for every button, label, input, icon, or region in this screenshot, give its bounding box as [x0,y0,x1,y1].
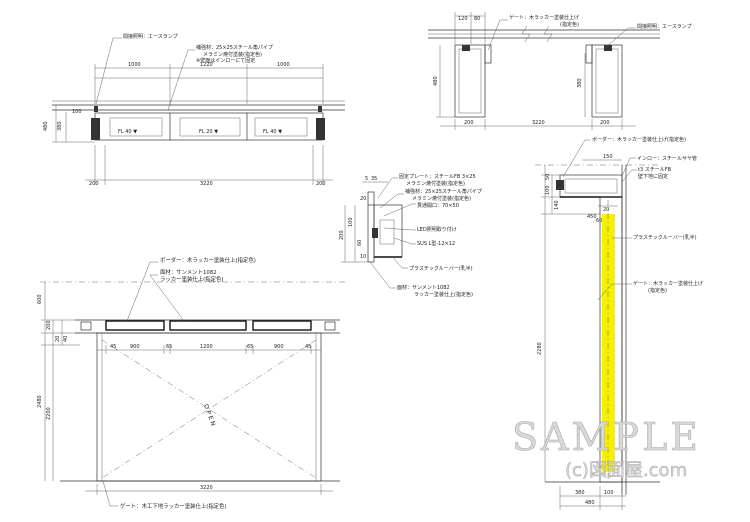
front-dim-600: 600 [37,294,43,304]
section-dim-200r: 200 [600,120,610,126]
plan-dim-1000a: 1000 [128,62,141,68]
section-gate-label: ゲート：木ラッカー塗装仕上げ [509,14,579,21]
side-dim-100b: 100 [604,490,614,496]
plan-fl-label-3: FL 40 ▼ [263,129,282,135]
plan-fl-label-1: FL 40 ▼ [118,129,137,135]
section-dim-200l: 200 [464,120,474,126]
side-dim-60: 60 [596,218,602,224]
side-fb-label-1: t3 スチールFB [638,167,672,173]
front-dim-3220: 3220 [200,485,213,491]
front-dim-900: 900 [130,344,140,350]
plan-dim-200l: 200 [89,181,99,187]
side-gate-label-2: (指定色) [648,287,667,294]
detail-reinforce-label-1: 補強材：25×25スチール角パイプ [405,188,482,195]
side-fb-label-2: 壁下地に固定 [638,173,668,180]
side-louver-fill [602,214,615,472]
side-louver-label: プラスチックルーバー(乳半) [633,234,697,241]
top-plan-view: 間接照明：エースランプ 補強材：25×25スチール角パイプ メラミン焼付塗装(指… [43,33,345,187]
louver-detail-view: 固定プレート：スチールFB 3×25 メラミン焼付塗装(指定色) 補強材：25×… [339,173,482,298]
front-dim-2480: 2480 [37,395,43,408]
side-inro-label: インロー：スチールサヤ管 [637,155,697,162]
section-dim-480: 480 [433,76,439,86]
plan-lighting-label: 間接照明：エースランプ [123,33,178,40]
front-dim-65b: 65 [247,344,253,350]
detail-face-label-1: 面材：サンメント1082 [397,284,450,291]
plan-dim-3220: 3220 [200,181,213,187]
front-border-label: ボーダー：木ラッカー塗装仕上(指定色) [160,256,256,264]
top-section-view: ゲート：木ラッカー塗装仕上げ (指定色) 間接照明：エースランプ 120 80 … [428,12,692,130]
sample-watermark: SAMPLE (c)図面屋.com [512,415,701,482]
plan-fl-label-2: FL 20 ▼ [199,129,218,135]
plan-dim-1220: 1220 [200,62,213,68]
front-dim-45a: 45 [110,344,116,350]
side-dim-2280: 2280 [537,342,543,355]
front-dim-40: 40 [63,336,69,342]
watermark-site: (c)図面屋.com [565,460,687,481]
side-gate-label-1: ゲート：木ラッカー塗装仕上げ [633,280,703,287]
plan-dim-380: 380 [57,121,63,131]
front-dim-200: 200 [46,320,52,330]
side-dim-20: 20 [603,207,609,213]
front-face-label-2: ラッカー塗装仕上(指定色) [160,275,224,283]
side-dim-450: 450 [587,214,597,220]
detail-opening-label: 貫通開口：70×50 [417,202,459,209]
section-lighting-label: 間接照明：エースランプ [637,23,692,30]
front-dim-2200: 2200 [46,407,52,420]
front-dim-900b: 900 [274,344,284,350]
front-elevation-view: ボーダー：木ラッカー塗装仕上(指定色) 面材：サンメント1082 ラッカー塗装仕… [37,256,345,510]
plan-reinforce-label-2: メラミン焼付塗装(指定色) [203,51,262,58]
front-dim-20: 20 [55,336,61,342]
detail-plate-label-1: 固定プレート：スチールFB 3×25 [399,173,476,180]
front-face-label-1: 面材：サンメント1082 [160,268,217,276]
detail-dim-35: 35 [371,176,377,182]
front-open-label: OPEN [202,403,217,429]
detail-led-label: LED照明取り付け [417,226,457,233]
plan-reinforce-label-1: 補強材：25×25スチール角パイプ [196,44,273,51]
front-dim-1200: 1200 [200,344,213,350]
side-dim-150: 150 [603,154,613,160]
section-dim-3220: 3220 [532,120,545,126]
watermark-sample: SAMPLE [512,415,701,459]
detail-plate-label-2: メラミン焼付塗装(指定色) [406,180,465,187]
side-elevation-view: ボーダー：木ラッカー塗装仕上げ(指定色) インロー：スチールサヤ管 t3 スチー… [535,136,703,510]
section-dim-120: 120 [458,16,468,22]
front-dim-65: 65 [166,344,172,350]
section-dim-380: 380 [577,78,583,88]
plan-dim-480: 480 [43,121,49,131]
detail-dim-5: 5 [365,176,368,182]
side-dim-140: 140 [554,200,560,210]
plan-dim-1000b: 1000 [277,62,290,68]
side-dim-480: 480 [585,500,595,506]
detail-dim-60: 60 [357,240,363,246]
front-dim-45b: 45 [305,344,311,350]
plan-dim-200r: 200 [316,181,326,187]
plan-dim-100: 100 [72,109,82,115]
detail-dim-20: 20 [360,196,366,202]
section-gate-sub: (指定色) [560,21,579,28]
plan-reinforce-label-3: ※壁面はインローにて固定 [196,57,255,64]
front-gate-label: ゲート：木工下地ラッカー塗装仕上(指定色) [120,502,227,510]
side-dim-100: 100 [545,185,551,195]
detail-dim-10: 10 [360,254,366,260]
detail-louver-label: プラスチックルーバー(乳半) [409,265,473,272]
detail-reinforce-label-2: メラミン焼付塗装(指定色) [412,195,471,202]
side-border-label: ボーダー：木ラッカー塗装仕上げ(指定色) [592,136,686,143]
detail-sus-label: SUS L型-12×12 [417,240,455,247]
side-dim-50: 50 [545,174,551,180]
side-dim-380: 380 [575,490,585,496]
detail-dim-100: 100 [348,217,354,227]
detail-dim-200: 200 [339,230,345,240]
detail-face-label-2: ラッカー塗装仕上(指定色) [414,291,473,298]
section-dim-80: 80 [474,16,480,22]
